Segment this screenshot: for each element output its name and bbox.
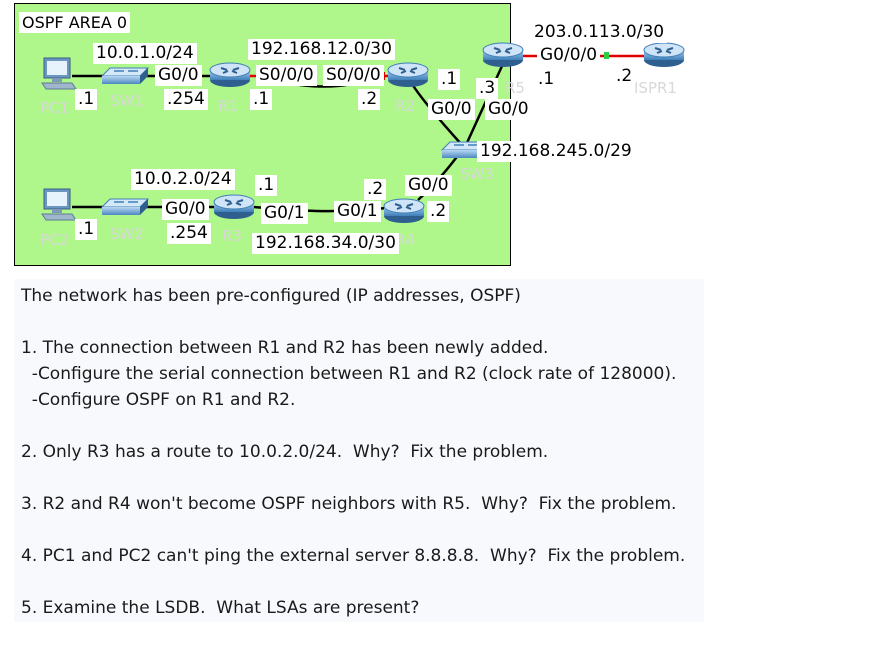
r3-name: R3 bbox=[222, 227, 242, 245]
sw3-name: SW3 bbox=[460, 165, 494, 183]
instruction-line bbox=[21, 517, 704, 543]
pc1-host-label: .1 bbox=[75, 89, 98, 110]
instruction-line bbox=[21, 413, 704, 439]
area-title: OSPF AREA 0 bbox=[19, 12, 131, 33]
instruction-line: The network has been pre-configured (IP … bbox=[21, 286, 521, 306]
pc2-host-label: .1 bbox=[75, 219, 98, 240]
r4-name: R4 bbox=[395, 231, 415, 249]
r1-s0-host-label: .1 bbox=[250, 89, 273, 110]
r3-r4-network-label: 192.168.34.0/30 bbox=[252, 233, 399, 254]
r2-icon[interactable] bbox=[387, 62, 429, 88]
r2-g0-label: G0/0 bbox=[428, 99, 475, 120]
lan2-network-label: 10.0.2.0/24 bbox=[131, 169, 235, 190]
lab-instructions: The network has been pre-configured (IP … bbox=[14, 279, 704, 622]
r1-name: R1 bbox=[218, 97, 238, 115]
sw3-lan-network-label: 192.168.245.0/29 bbox=[477, 141, 635, 162]
isp-host-label: .2 bbox=[613, 66, 636, 87]
r2-name: R2 bbox=[395, 97, 415, 115]
r5-sw3-host-label: .3 bbox=[476, 78, 499, 99]
pc2-name: PC2 bbox=[40, 231, 70, 249]
pc1-name: PC1 bbox=[40, 99, 70, 117]
r5-ext-host-label: .1 bbox=[535, 69, 558, 90]
instruction-line bbox=[21, 569, 704, 595]
instruction-line: 1. The connection between R1 and R2 has … bbox=[21, 338, 549, 358]
r4-g1-label: G0/1 bbox=[334, 201, 381, 222]
r3-g1-host-label: .1 bbox=[255, 175, 278, 196]
r3-g1-label: G0/1 bbox=[261, 203, 308, 224]
r4-g0-host-label: .2 bbox=[427, 201, 450, 222]
r2-s0-label: S0/0/0 bbox=[323, 65, 384, 86]
r1-g0-host-label: .254 bbox=[164, 89, 208, 110]
external-network-label: 203.0.113.0/30 bbox=[531, 22, 668, 43]
sw2-name: SW2 bbox=[110, 225, 144, 243]
instruction-line: 3. R2 and R4 won't become OSPF neighbors… bbox=[21, 494, 677, 514]
isp-router-icon[interactable] bbox=[643, 42, 685, 68]
r3-g0-label: G0/0 bbox=[162, 199, 209, 220]
sw1-icon[interactable] bbox=[101, 67, 149, 85]
r1-icon[interactable] bbox=[209, 62, 251, 88]
r3-g0-host-label: .254 bbox=[167, 223, 211, 244]
sw1-name: SW1 bbox=[110, 92, 144, 110]
instruction-line bbox=[21, 309, 704, 335]
r4-g1-host-label: .2 bbox=[364, 179, 387, 200]
instruction-line: 2. Only R3 has a route to 10.0.2.0/24. W… bbox=[21, 442, 549, 462]
r4-g0-label: G0/0 bbox=[405, 175, 452, 196]
r5-g000-label: G0/0/0 bbox=[537, 45, 601, 66]
instruction-line: -Configure the serial connection between… bbox=[21, 364, 677, 384]
instruction-line bbox=[21, 465, 704, 491]
pc2-icon[interactable] bbox=[41, 188, 77, 221]
r1-s0-label: S0/0/0 bbox=[256, 65, 317, 86]
instruction-line: -Configure OSPF on R1 and R2. bbox=[21, 390, 296, 410]
r5-name: R5 bbox=[505, 79, 525, 97]
r1-g0-label: G0/0 bbox=[155, 65, 202, 86]
isp-name: ISPR1 bbox=[634, 79, 677, 97]
r2-sw3-host-label: .1 bbox=[438, 69, 461, 90]
lan1-network-label: 10.0.1.0/24 bbox=[93, 43, 197, 64]
r5-g0-label: G0/0 bbox=[485, 99, 532, 120]
r3-icon[interactable] bbox=[213, 194, 255, 220]
r5-icon[interactable] bbox=[482, 42, 524, 68]
r1-r2-network-label: 192.168.12.0/30 bbox=[248, 39, 395, 60]
r4-icon[interactable] bbox=[383, 198, 425, 224]
sw2-icon[interactable] bbox=[101, 198, 149, 216]
network-topology-diagram: OSPF AREA 0 PC1 SW1 R1 R2 R5 ISPR1 SW3 P… bbox=[0, 0, 895, 275]
pc1-icon[interactable] bbox=[41, 57, 77, 90]
r2-s0-host-label: .2 bbox=[358, 89, 381, 110]
instruction-line: 4. PC1 and PC2 can't ping the external s… bbox=[21, 546, 686, 566]
instruction-line: 5. Examine the LSDB. What LSAs are prese… bbox=[21, 598, 420, 618]
